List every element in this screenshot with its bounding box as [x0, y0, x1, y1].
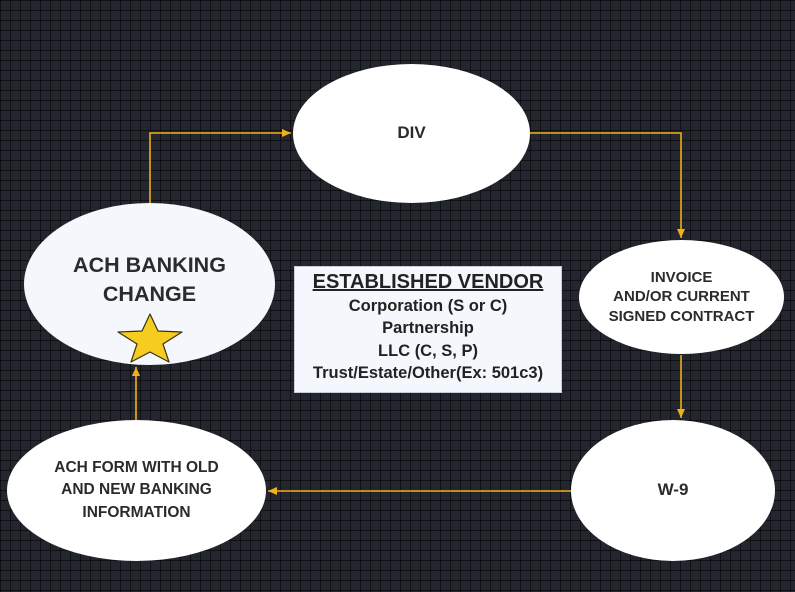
vendor-item-trust-estate-other: Trust/Estate/Other(Ex: 501c3) — [312, 363, 544, 382]
node-w9[interactable]: W-9 — [571, 420, 775, 561]
node-invoice-label: INVOICE AND/OR CURRENT SIGNED CONTRACT — [608, 268, 755, 325]
vendor-box-title: ESTABLISHED VENDOR — [312, 271, 544, 293]
node-div[interactable]: DIV — [293, 64, 530, 203]
node-ach-banking-change[interactable]: ACH BANKING CHANGE — [24, 203, 275, 365]
connector-div-to-invoice — [530, 132, 685, 238]
established-vendor-box[interactable]: ESTABLISHED VENDOR Corporation (S or C) … — [294, 266, 562, 393]
node-invoice[interactable]: INVOICE AND/OR CURRENT SIGNED CONTRACT — [579, 240, 784, 354]
node-ach-form-label: ACH FORM WITH OLD AND NEW BANKING INFORM… — [54, 458, 219, 521]
node-w9-label: W-9 — [657, 480, 689, 500]
vendor-item-llc: LLC (C, S, P) — [378, 341, 478, 360]
connector-ach-banking-to-div — [149, 129, 291, 204]
star-icon — [117, 313, 183, 363]
vendor-item-corporation: Corporation (S or C) — [348, 297, 508, 315]
node-ach-banking-change-label: ACH BANKING CHANGE — [73, 253, 226, 307]
node-div-label: DIV — [397, 123, 426, 143]
vendor-item-partnership: Partnership — [382, 319, 474, 338]
node-ach-form[interactable]: ACH FORM WITH OLD AND NEW BANKING INFORM… — [7, 420, 266, 561]
